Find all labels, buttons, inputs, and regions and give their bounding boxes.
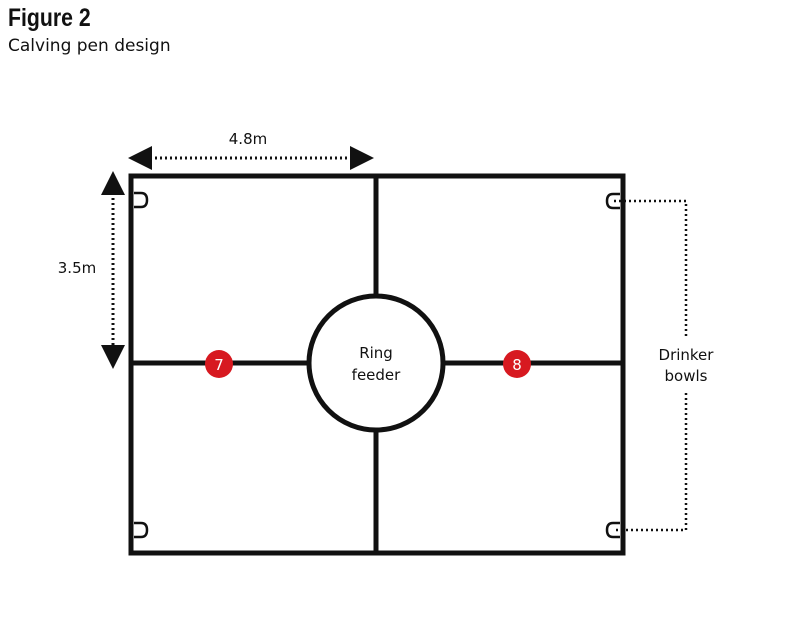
marker-7	[205, 350, 233, 378]
width-label: 4.8m	[229, 130, 267, 148]
marker-7-label: 7	[214, 356, 224, 374]
figure-title: Figure 2	[8, 4, 91, 32]
drinker-label-2: bowls	[665, 367, 708, 385]
drinker-bracket-top	[614, 199, 688, 336]
ring-feeder-label-2: feeder	[352, 366, 401, 384]
drinker-bowl-icon	[134, 521, 149, 539]
drinker-bowl-icon	[134, 191, 149, 209]
drinker-bowl-icon	[605, 192, 620, 210]
marker-8	[503, 350, 531, 378]
ring-feeder	[306, 293, 446, 433]
depth-label: 3.5m	[58, 259, 96, 277]
drinker-label-1: Drinker	[659, 346, 715, 364]
ring-feeder-label-1: Ring	[359, 344, 393, 362]
drinker-bracket-bottom	[614, 393, 688, 532]
drinker-bowl-icon	[605, 521, 620, 539]
marker-8-label: 8	[512, 356, 522, 374]
figure-subtitle: Calving pen design	[8, 36, 171, 56]
